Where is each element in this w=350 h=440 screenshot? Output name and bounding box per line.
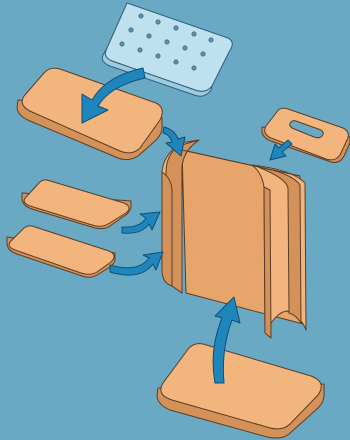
small-arrow-icon [269,139,293,161]
bottom-board [156,343,325,439]
ventilation-holes [119,13,214,71]
arrow-lower-shelf-to-shell [109,251,164,276]
curved-arrow-icon [212,296,241,384]
arrow-bottom-to-shell [212,296,241,384]
curved-arrow-icon [109,251,164,276]
small-arrow-icon [162,126,186,157]
handle-board [261,107,350,163]
curved-arrow-icon [81,67,146,124]
shelf-board-upper [21,179,132,230]
curved-body-shell [161,139,307,339]
arrow-top-to-shell [162,126,186,157]
curved-arrow-icon [121,211,161,234]
arrow-handle-to-shell [269,139,293,161]
handle-cutout [289,120,324,139]
shelf-board-lower [6,225,116,278]
arrow-upper-shelf-to-shell [121,211,161,234]
arrow-grille-to-top [81,67,146,124]
